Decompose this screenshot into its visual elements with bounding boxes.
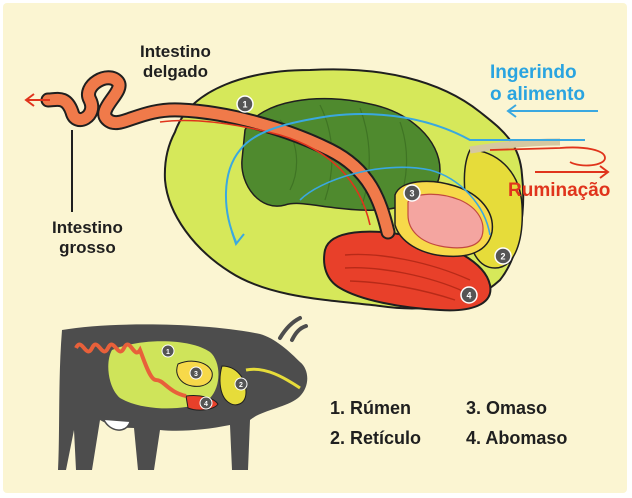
- ingest-arrow: [508, 105, 598, 117]
- legend-item-rumen: 1. Rúmen: [330, 398, 411, 419]
- cow-marker-3-label: 3: [194, 371, 198, 378]
- small-intestine-label: Intestino delgado: [140, 42, 211, 81]
- marker-2-label: 2: [500, 252, 505, 262]
- marker-3-label: 3: [409, 189, 414, 199]
- rumination-arrow: [535, 166, 608, 178]
- large-intestine-label: Intestino grosso: [52, 218, 123, 257]
- marker-1-label: 1: [242, 100, 247, 110]
- legend-item-reticulum: 2. Retículo: [330, 428, 421, 449]
- rumination-label: Ruminação: [508, 180, 610, 202]
- legend-item-abomasum: 4. Abomaso: [466, 428, 567, 449]
- cow-marker-4-label: 4: [204, 401, 208, 408]
- cow-marker-1-label: 1: [166, 349, 170, 356]
- marker-4-label: 4: [466, 291, 471, 301]
- legend-item-omasum: 3. Omaso: [466, 398, 547, 419]
- ingesting-label: Ingerindo o alimento: [490, 62, 585, 106]
- cow-illustration: 1 2 3 4: [58, 318, 307, 470]
- cow-horn: [280, 318, 306, 340]
- cow-marker-2-label: 2: [239, 382, 243, 389]
